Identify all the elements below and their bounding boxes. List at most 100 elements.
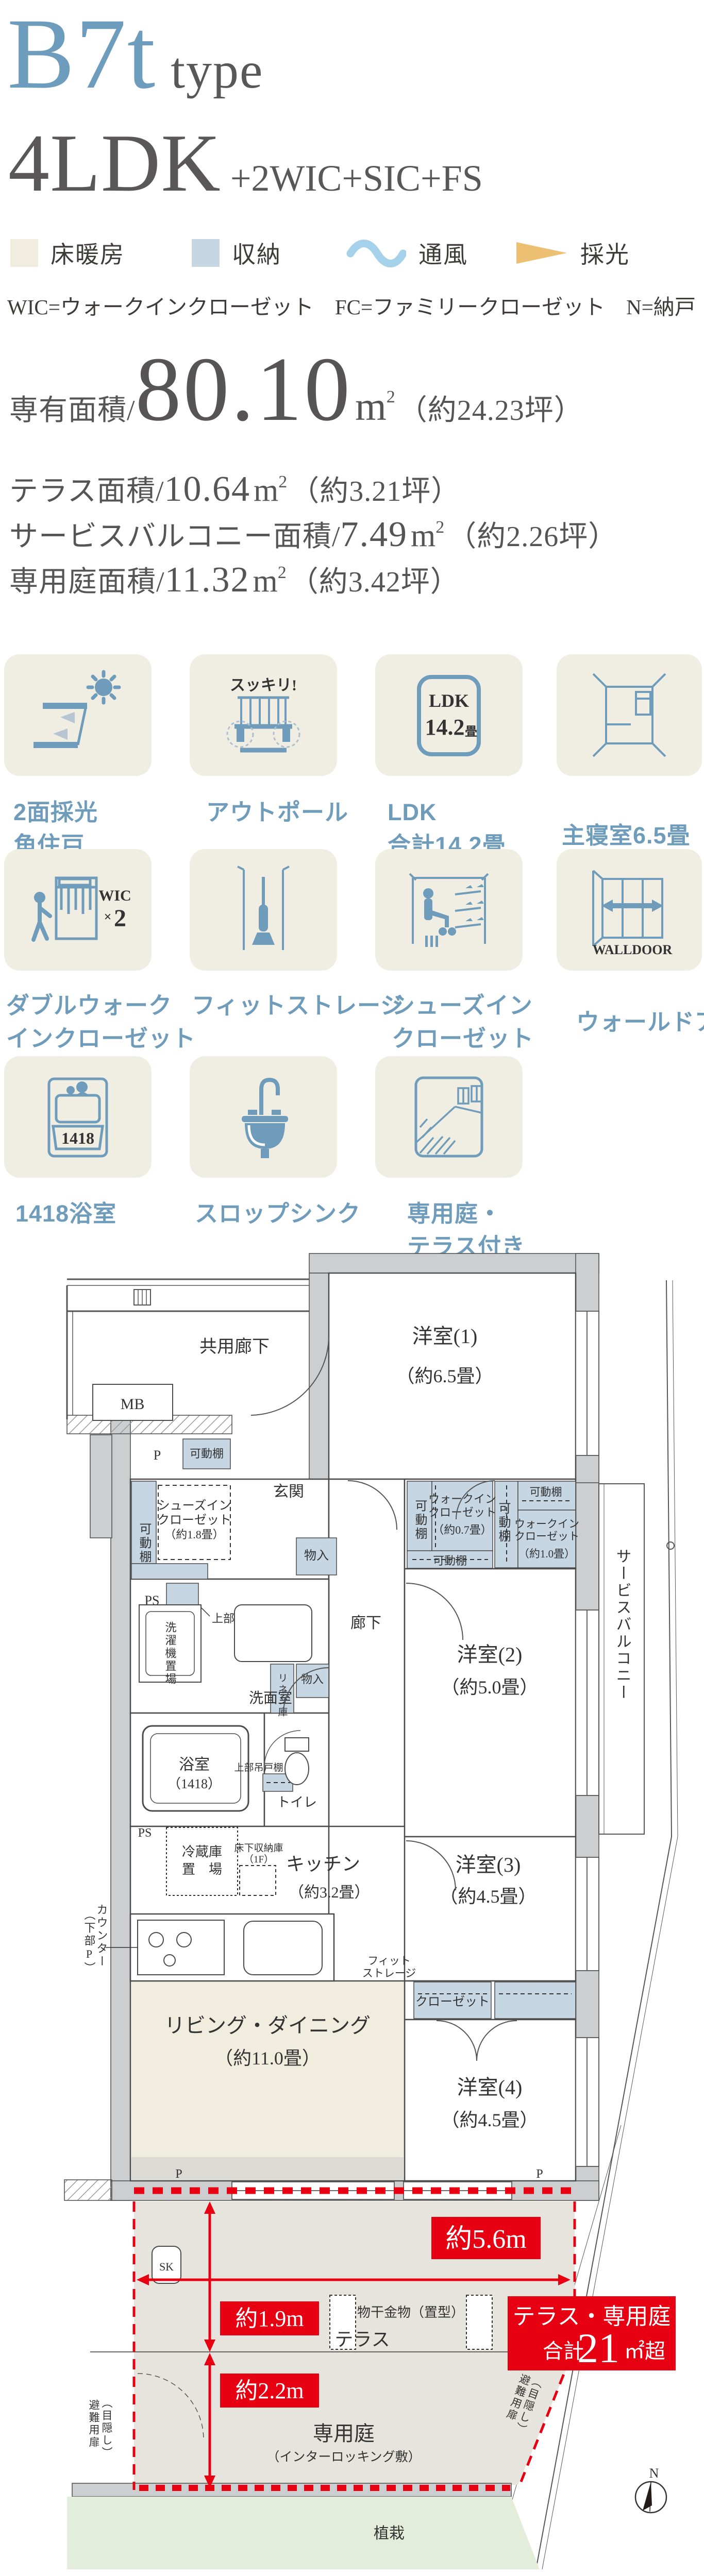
detail-circle [666,1541,675,1550]
label-wic10: ウォークイン [514,1518,579,1530]
label-fridge: 置 場 [182,1862,222,1877]
feature-card-double-wic: WIC × 2 [4,849,152,971]
ld-step [131,2157,404,2180]
feature-card-corner-daylight [4,654,152,776]
washer-box [139,1604,202,1683]
bedroom-icon [592,673,666,757]
area-unit-sup: 2 [278,472,288,492]
area-tsubo: （約2.26坪） [447,521,618,553]
label-mb: MB [121,1396,145,1413]
area-main: 専有面積/ 80.10 m 2 （約24.23坪） [9,343,583,435]
outpole-icon-text: スッキリ! [230,677,297,694]
plan-code-suffix: type [171,42,264,99]
bathtub [142,1725,249,1812]
svg-text:合計: 合計 [543,2340,584,2363]
svg-text:約1.9m: 約1.9m [235,2306,304,2331]
label-kitchen-size: （約3.2畳） [289,1884,370,1901]
slop-sink-icon [242,1077,288,1158]
area-unit-sup: 2 [277,563,287,582]
label-tsuridana: 上部吊戸棚 [234,1762,283,1773]
label-linen: リネン庫 [277,1673,288,1718]
label-fridge: 冷蔵庫 [182,1844,222,1859]
feature-label: フィットストレージ [192,992,405,1019]
label-bath: 浴室 [179,1756,210,1773]
area-value: 10.64 [164,469,250,509]
outpole-icon: スッキリ! [226,677,300,753]
legend-label: 収納 [232,242,281,268]
label-service-balcony: サービスバルコニー [614,1548,631,1701]
area-label: テラス面積/ [9,476,164,507]
label-sic: （約1.8畳） [164,1528,224,1541]
layout-plus: +2WIC+SIC+FS [230,158,483,199]
area-unit: m [355,384,387,429]
area-unit-sup: 2 [386,387,395,406]
feature-card-shoes-closet [375,849,523,971]
label-p: P [536,2167,543,2181]
feature-label: アウトポール [206,799,349,825]
label-monoire: 物入 [304,1549,329,1563]
label-p: P [154,1448,161,1463]
area-value: 11.32 [164,560,250,600]
feature-label: 主寝室6.5畳 [562,822,691,849]
svg-text:テラス・専用庭: テラス・専用庭 [512,2304,671,2329]
label-sk: SK [159,2260,174,2273]
label-underfloor: （1F） [244,1854,274,1865]
daylight-triangle-icon [516,242,567,264]
ldk-size-icon: LDK 14.2 畳 [417,675,481,756]
area-tsubo: （約3.21坪） [290,476,461,507]
area-terrace: テラス面積/ 10.64 m 2 （約3.21坪） [9,468,460,510]
svg-text:約5.6m: 約5.6m [445,2225,526,2254]
svg-text:㎡超: ㎡超 [624,2340,665,2363]
svg-text:N: N [649,2466,659,2481]
toilet [284,1752,309,1785]
label-sic: シューズイン [158,1499,231,1513]
svg-text:21: 21 [577,2325,619,2371]
label-wic07: （約0.7畳） [432,1523,492,1536]
legend-label: 採光 [580,242,630,268]
floor-heating-swatch-icon [10,239,38,267]
sink [243,1921,323,1975]
gate-arc [137,2373,204,2440]
label-underfloor: 床下収納庫 [234,1842,283,1854]
svg-text:2: 2 [114,905,126,932]
storage-dashes [158,1485,572,1994]
label-fit: ストレージ [362,1967,416,1979]
drying-fitting [466,2295,493,2350]
label-kadodana: 可動棚 [496,1502,511,1544]
area-tsubo: （約24.23坪） [398,395,583,427]
slop-sink-fixture [152,2246,181,2284]
label-room4-size: （約4.5畳） [441,2110,538,2130]
ldk-icon-value: 14.2 [425,715,465,740]
label-senmen: 洗面室 [249,1690,292,1706]
label-counter: （下部P） [83,1909,96,1975]
walldoor-icon-text: WALLDOOR [593,942,673,957]
area-label: 専有面積/ [9,395,136,427]
label-wic10: クローゼット [514,1530,579,1543]
bath-icon-text: 1418 [61,1129,94,1147]
feature-card-outpole: スッキリ! [190,654,337,776]
door-arcs [250,1336,517,2061]
badge-5-6m [431,2217,541,2259]
label-kadodana: 可動棚 [530,1486,562,1498]
label-living: リビング・ダイニング [164,2014,371,2037]
label-bath-size: （1418） [167,1776,221,1791]
corner-daylight-icon [33,670,121,748]
label-monohoshi: 物干金物（置型） [357,2305,464,2320]
ldk-icon-text: LDK [429,690,469,711]
feature-label: ダブルウォークインクローゼット [6,992,196,1052]
label-sentaku: 洗濯機置場 [164,1621,177,1686]
label-common-corridor: 共用廊下 [199,1337,270,1357]
label-room3: 洋室(3) [456,1853,521,1876]
feature-card-master-bedroom [557,654,702,776]
area-unit: m [253,473,279,508]
area-value: 80.10 [135,338,353,440]
common-corridor [66,1278,309,1419]
floor-plan: 共用廊下 MB P P [64,1253,678,2570]
private-garden-icon [414,1076,483,1158]
label-p: P [175,2167,182,2181]
legend-note: WIC=ウォークインクローゼット FC=ファミリークローゼット N=納戸 [7,295,696,319]
label-hinan: 避難用扉 [88,2399,100,2449]
badge-2-2m [220,2374,319,2408]
svg-text:×: × [104,909,112,924]
underfloor-box [239,1865,276,1896]
